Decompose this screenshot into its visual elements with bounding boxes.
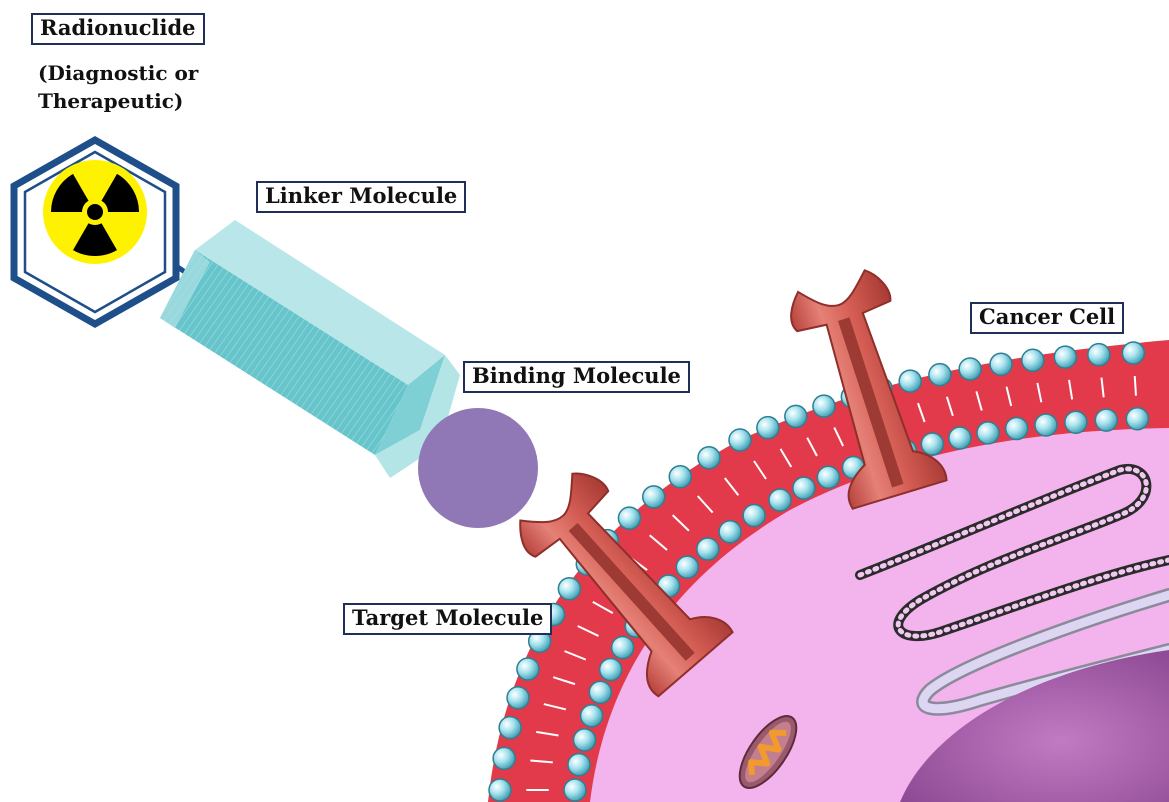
phospholipid-head-inner bbox=[1126, 408, 1148, 430]
radiation-trefoil-icon bbox=[43, 160, 147, 264]
target-molecule-label: Target Molecule bbox=[343, 603, 552, 635]
phospholipid-head-outer bbox=[499, 717, 521, 739]
phospholipid-head-outer bbox=[959, 358, 981, 380]
phospholipid-head-inner bbox=[1035, 414, 1057, 436]
phospholipid-head-outer bbox=[669, 466, 691, 488]
phospholipid-head-outer bbox=[813, 395, 835, 417]
phospholipid-head-outer bbox=[757, 417, 779, 439]
phospholipid-head-outer bbox=[1088, 344, 1110, 366]
phospholipid-head-inner bbox=[921, 433, 943, 455]
phospholipid-head-outer bbox=[990, 353, 1012, 375]
linker-molecule bbox=[160, 220, 460, 478]
phospholipid-head-outer bbox=[929, 364, 951, 386]
phospholipid-head-inner bbox=[719, 521, 741, 543]
binding-molecule-label: Binding Molecule bbox=[463, 361, 690, 393]
phospholipid-head-inner bbox=[600, 659, 622, 681]
phospholipid-head-outer bbox=[493, 747, 515, 769]
phospholipid-head-inner bbox=[977, 422, 999, 444]
phospholipid-head-inner bbox=[568, 754, 590, 776]
radionuclide-label: Radionuclide bbox=[31, 13, 205, 45]
phospholipid-tail bbox=[1135, 376, 1136, 396]
phospholipid-head-outer bbox=[785, 405, 807, 427]
phospholipid-head-outer bbox=[1054, 346, 1076, 368]
phospholipid-head-inner bbox=[1095, 409, 1117, 431]
phospholipid-head-outer bbox=[558, 578, 580, 600]
phospholipid-head-inner bbox=[793, 477, 815, 499]
phospholipid-head-outer bbox=[643, 486, 665, 508]
phospholipid-head-outer bbox=[729, 429, 751, 451]
radionuclide-subtitle-line1: (Diagnostic or bbox=[38, 60, 198, 87]
phospholipid-head-outer bbox=[489, 779, 511, 801]
phospholipid-head-inner bbox=[1065, 411, 1087, 433]
phospholipid-head-inner bbox=[769, 489, 791, 511]
phospholipid-head-outer bbox=[507, 687, 529, 709]
phospholipid-head-inner bbox=[743, 504, 765, 526]
phospholipid-head-inner bbox=[564, 779, 586, 801]
linker-molecule-label: Linker Molecule bbox=[256, 181, 466, 213]
phospholipid-head-inner bbox=[697, 538, 719, 560]
phospholipid-head-outer bbox=[1022, 349, 1044, 371]
cancer-cell bbox=[488, 265, 1169, 802]
binding-molecule bbox=[418, 408, 538, 528]
phospholipid-head-inner bbox=[589, 681, 611, 703]
phospholipid-head-inner bbox=[574, 729, 596, 751]
phospholipid-head-outer bbox=[618, 507, 640, 529]
phospholipid-head-outer bbox=[517, 658, 539, 680]
phospholipid-head-outer bbox=[899, 370, 921, 392]
phospholipid-head-outer bbox=[1122, 342, 1144, 364]
phospholipid-head-inner bbox=[817, 466, 839, 488]
phospholipid-head-inner bbox=[676, 556, 698, 578]
phospholipid-head-outer bbox=[698, 447, 720, 469]
cancer-cell-label: Cancer Cell bbox=[970, 302, 1124, 334]
phospholipid-head-inner bbox=[949, 427, 971, 449]
radionuclide-hexagon bbox=[14, 140, 176, 324]
phospholipid-head-inner bbox=[1006, 418, 1028, 440]
phospholipid-head-inner bbox=[581, 705, 603, 727]
phospholipid-head-inner bbox=[612, 637, 634, 659]
radionuclide-subtitle-line2: Therapeutic) bbox=[38, 88, 183, 115]
